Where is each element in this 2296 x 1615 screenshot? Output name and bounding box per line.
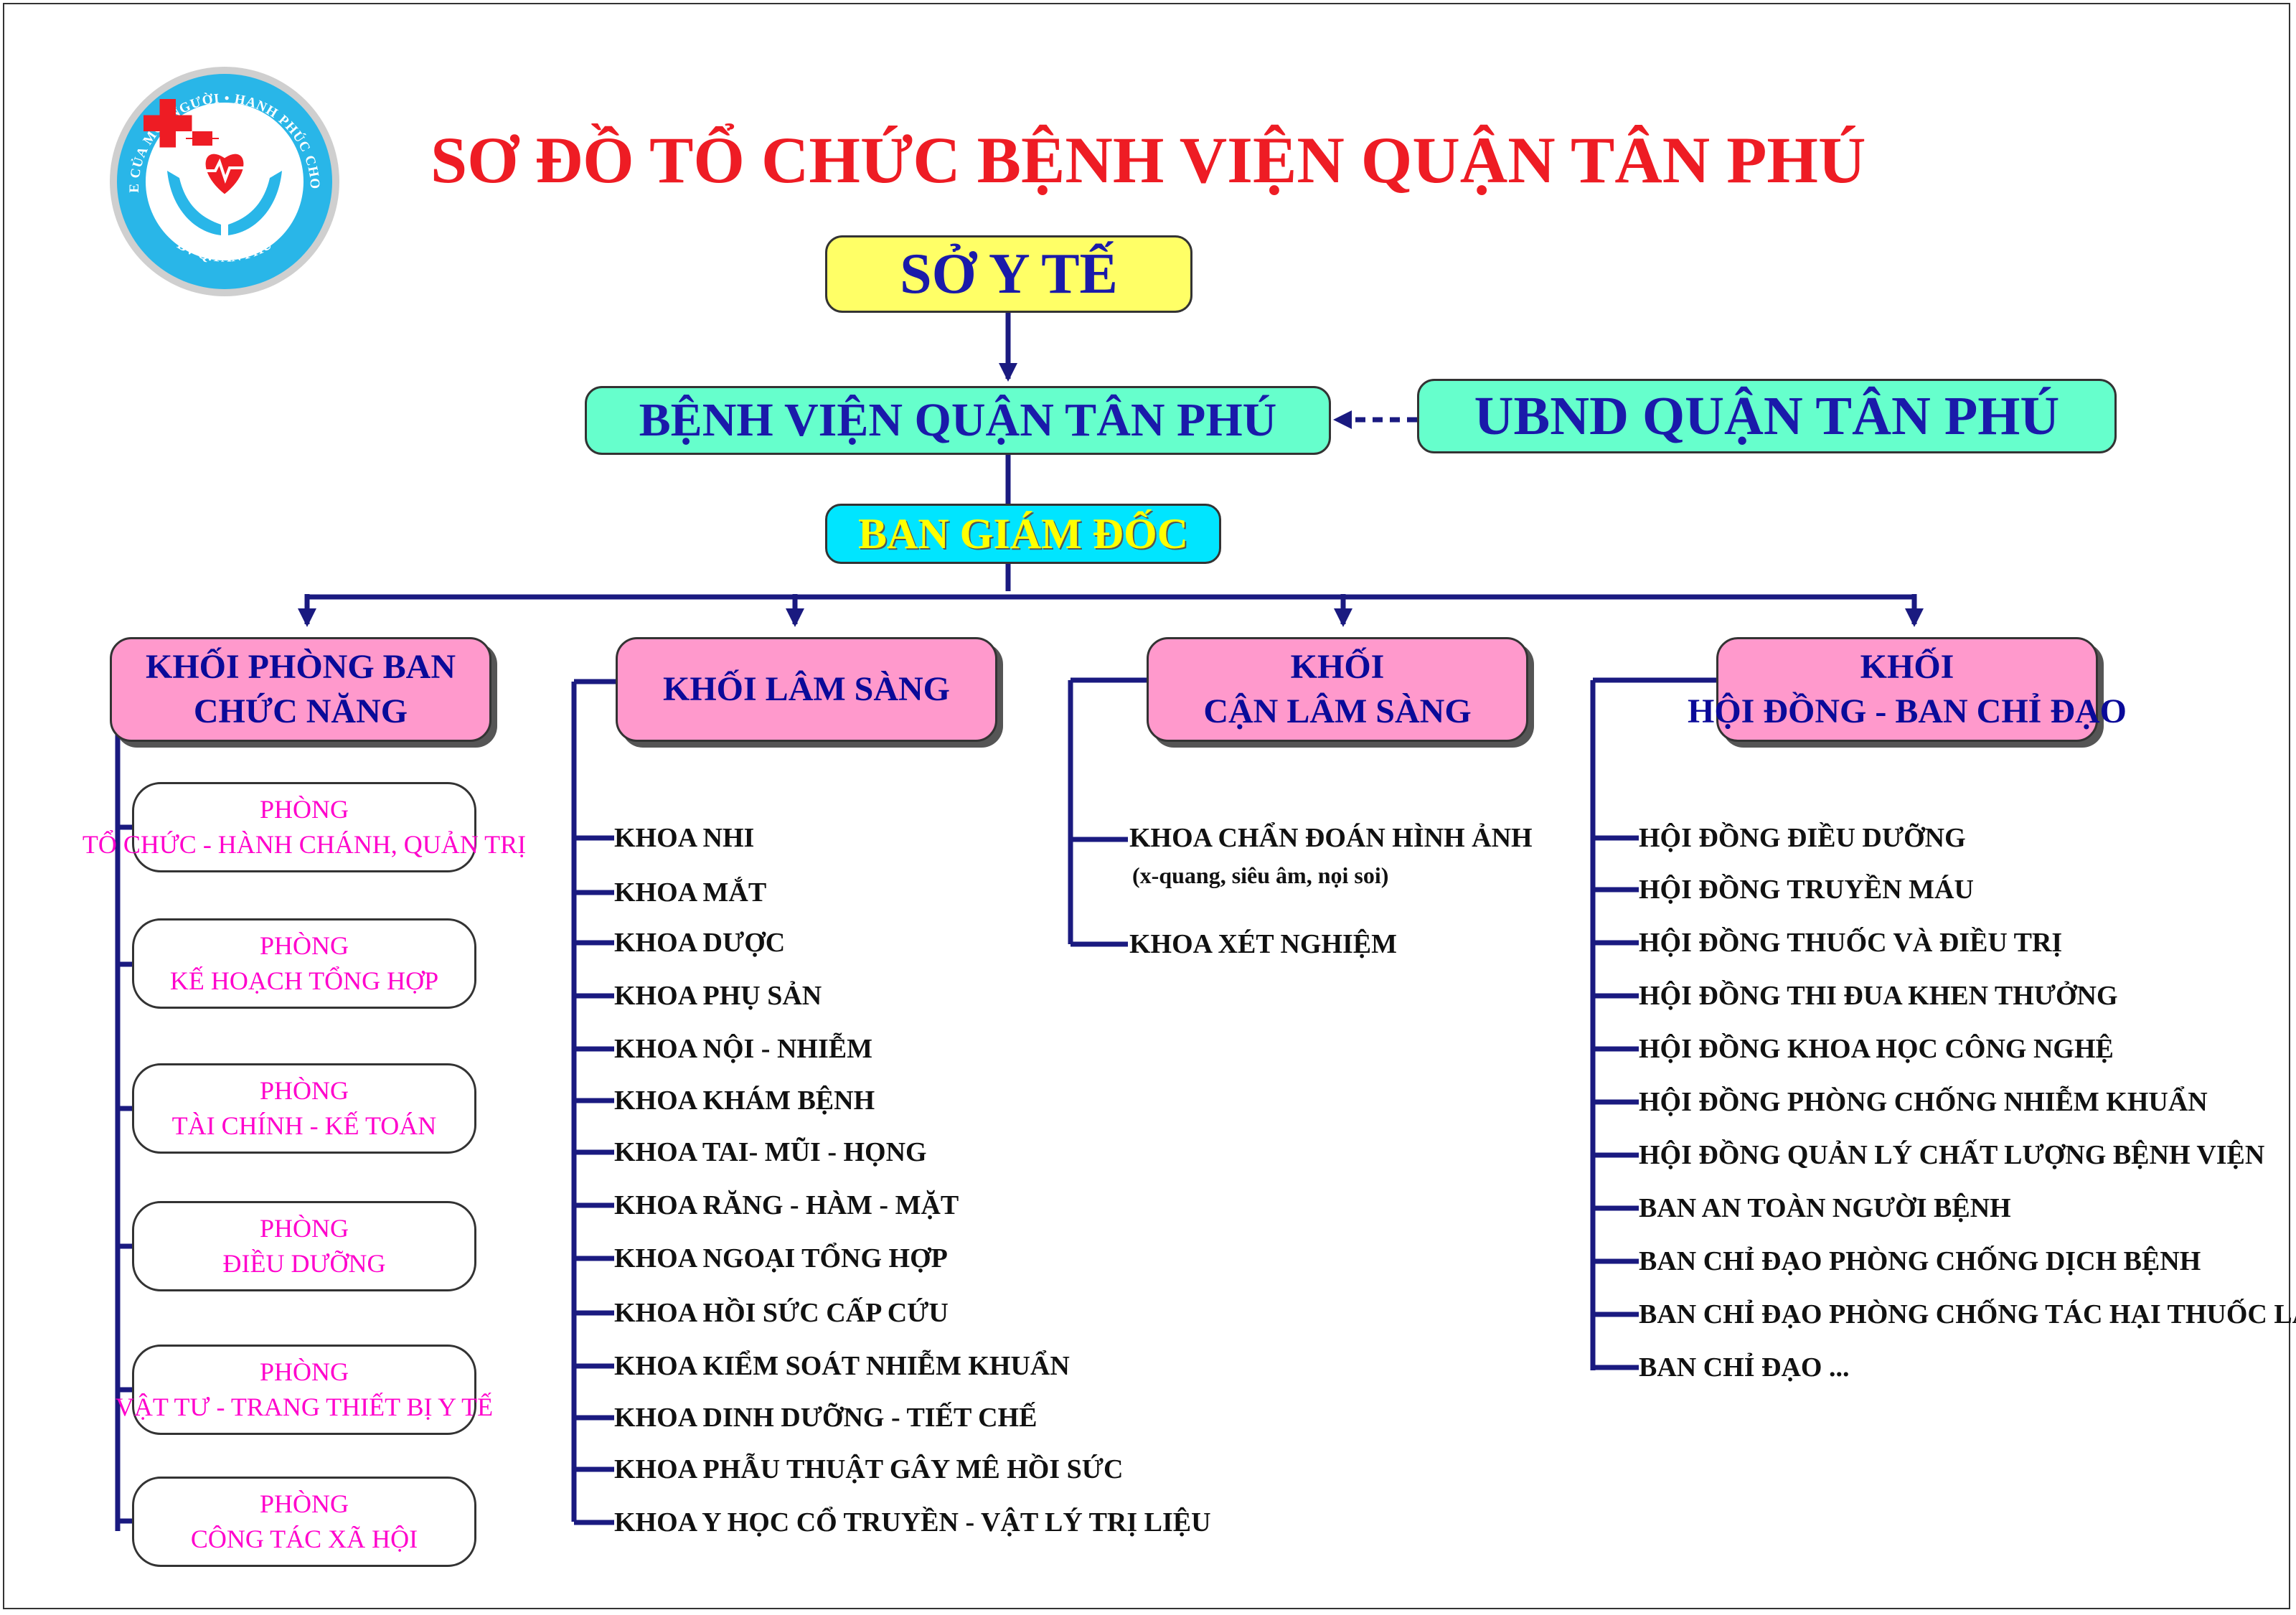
- khoi-can-lam-sang-title-2: CẬN LÂM SÀNG: [1203, 692, 1472, 730]
- khoi-can-lam-sang-title-1: KHỐI: [1290, 647, 1385, 686]
- khoa-item: KHOA PHỤ SẢN: [614, 981, 822, 1011]
- khoa-item: KHOA XÉT NGHIỆM: [1129, 929, 1398, 959]
- ban-giam-doc-box: BAN GIÁM ĐỐC: [825, 504, 1221, 564]
- khoa-item: KHOA MẮT: [614, 877, 767, 908]
- benh-vien-box: BỆNH VIỆN QUẬN TÂN PHÚ: [585, 386, 1331, 455]
- phong-label: PHÒNG: [259, 1489, 349, 1519]
- ubnd-label: UBND QUẬN TÂN PHÚ: [1474, 385, 2060, 446]
- khoa-item: KHOA KIỂM SOÁT NHIỄM KHUẨN: [614, 1351, 1070, 1381]
- phong-label: PHÒNG: [259, 1214, 349, 1243]
- phong-name: KẾ HOẠCH TỔNG HỢP: [169, 966, 439, 995]
- khoi-hoi-dong-title-2: HỘI ĐỒNG - BAN CHỈ ĐẠO: [1687, 692, 2127, 730]
- khoa-item: KHOA DINH DƯỠNG - TIẾT CHẾ: [614, 1403, 1038, 1433]
- phong-label: PHÒNG: [259, 1076, 349, 1106]
- hoi-dong-item: HỘI ĐỒNG KHOA HỌC CÔNG NGHỆ: [1639, 1034, 2114, 1064]
- phong-name: TÀI CHÍNH - KẾ TOÁN: [171, 1111, 437, 1140]
- khoa-item: KHOA TAI- MŨI - HỌNG: [614, 1137, 927, 1167]
- ban-giam-doc-label: BAN GIÁM ĐỐC: [858, 509, 1188, 557]
- phong-name: CÔNG TÁC XÃ HỘI: [190, 1525, 418, 1553]
- hoi-dong-item: HỘI ĐỒNG PHÒNG CHỐNG NHIỄM KHUẨN: [1639, 1087, 2208, 1117]
- khoa-item: KHOA PHẪU THUẬT GÂY MÊ HỒI SỨC: [614, 1454, 1124, 1484]
- khoi-can-lam-sang-box: KHỐI CẬN LÂM SÀNG: [1147, 637, 1528, 742]
- khoi-lam-sang-box: KHỐI LÂM SÀNG: [616, 637, 997, 742]
- page-title: SƠ ĐỒ TỔ CHỨC BỆNH VIỆN QUẬN TÂN PHÚ: [430, 123, 1866, 197]
- hoi-dong-item: HỘI ĐỒNG TRUYỀN MÁU: [1639, 875, 1974, 905]
- hoi-dong-item: BAN CHỈ ĐẠO PHÒNG CHỐNG TÁC HẠI THUỐC LÁ: [1639, 1299, 2296, 1329]
- khoi-phong-ban-title-2: CHỨC NĂNG: [193, 692, 408, 730]
- hoi-dong-item: HỘI ĐỒNG ĐIỀU DƯỠNG: [1639, 823, 1966, 853]
- phong-name: VẬT TƯ - TRANG THIẾT BỊ Y TẾ: [115, 1393, 494, 1421]
- khoa-item: KHOA DƯỢC: [614, 928, 786, 958]
- khoa-item: KHOA RĂNG - HÀM - MẶT: [614, 1190, 959, 1220]
- hoi-dong-item: HỘI ĐỒNG THI ĐUA KHEN THƯỞNG: [1639, 981, 2118, 1011]
- khoa-item: KHOA Y HỌC CỔ TRUYỀN - VẬT LÝ TRỊ LIỆU: [614, 1507, 1211, 1538]
- hoi-dong-item: HỘI ĐỒNG THUỐC VÀ ĐIỀU TRỊ: [1639, 928, 2063, 958]
- benh-vien-label: BỆNH VIỆN QUẬN TÂN PHÚ: [639, 394, 1277, 446]
- hoi-dong-item: BAN CHỈ ĐẠO PHÒNG CHỐNG DỊCH BỆNH: [1639, 1246, 2201, 1276]
- phong-name: ĐIỀU DƯỠNG: [222, 1249, 386, 1278]
- khoa-item: KHOA CHẨN ĐOÁN HÌNH ẢNH: [1129, 823, 1533, 853]
- so-y-te-label: SỞ Y TẾ: [900, 242, 1118, 306]
- khoi-lam-sang-title: KHỐI LÂM SÀNG: [662, 669, 951, 708]
- khoi-hoi-dong-box: KHỐI HỘI ĐỒNG - BAN CHỈ ĐẠO: [1688, 637, 2127, 742]
- khoa-item: KHOA NGOẠI TỔNG HỢP: [614, 1243, 948, 1273]
- ubnd-box: UBND QUẬN TÂN PHÚ: [1417, 379, 2117, 453]
- hospital-logo: SỨC KHỎE CỦA MỌI NGƯỜI • HẠNH PHÚC CHO M…: [106, 63, 339, 296]
- phong-box: PHÒNG VẬT TƯ - TRANG THIẾT BỊ Y TẾ: [116, 1345, 493, 1435]
- hoi-dong-item: BAN AN TOÀN NGƯỜI BỆNH: [1639, 1193, 2011, 1223]
- khoi-hoi-dong-title-1: KHỐI: [1860, 647, 1954, 686]
- phong-box: PHÒNG KẾ HOẠCH TỔNG HỢP: [132, 918, 476, 1009]
- phong-box: PHÒNG TÀI CHÍNH - KẾ TOÁN: [132, 1063, 476, 1154]
- phong-box: PHÒNG CÔNG TÁC XÃ HỘI: [132, 1477, 476, 1567]
- phong-label: PHÒNG: [259, 1357, 349, 1387]
- khoa-item-note: (x-quang, siêu âm, nọi soi): [1132, 862, 1389, 888]
- khoa-item: KHOA NỘI - NHIỄM: [614, 1034, 872, 1064]
- phong-box: PHÒNG ĐIỀU DƯỠNG: [132, 1201, 476, 1291]
- phong-box: PHÒNG TỔ CHỨC - HÀNH CHÁNH, QUẢN TRỊ: [83, 782, 526, 872]
- phong-label: PHÒNG: [259, 931, 349, 961]
- hoi-dong-item: HỘI ĐỒNG QUẢN LÝ CHẤT LƯỢNG BỆNH VIỆN: [1639, 1140, 2265, 1170]
- khoa-item: KHOA HỒI SỨC CẤP CỨU: [614, 1298, 949, 1328]
- khoa-item: KHOA NHI: [614, 823, 755, 853]
- hands-heart-cross-icon: [144, 99, 282, 235]
- phong-label: PHÒNG: [259, 795, 349, 824]
- so-y-te-box: SỞ Y TẾ: [825, 235, 1192, 313]
- khoi-phong-ban-title-1: KHỐI PHÒNG BAN: [145, 647, 456, 686]
- khoi-phong-ban-box: KHỐI PHÒNG BAN CHỨC NĂNG: [110, 637, 491, 742]
- hoi-dong-item: BAN CHỈ ĐẠO ...: [1639, 1352, 1850, 1383]
- phong-name: TỔ CHỨC - HÀNH CHÁNH, QUẢN TRỊ: [82, 830, 527, 859]
- khoa-item: KHOA KHÁM BỆNH: [614, 1086, 875, 1116]
- page-frame: [3, 3, 2290, 1609]
